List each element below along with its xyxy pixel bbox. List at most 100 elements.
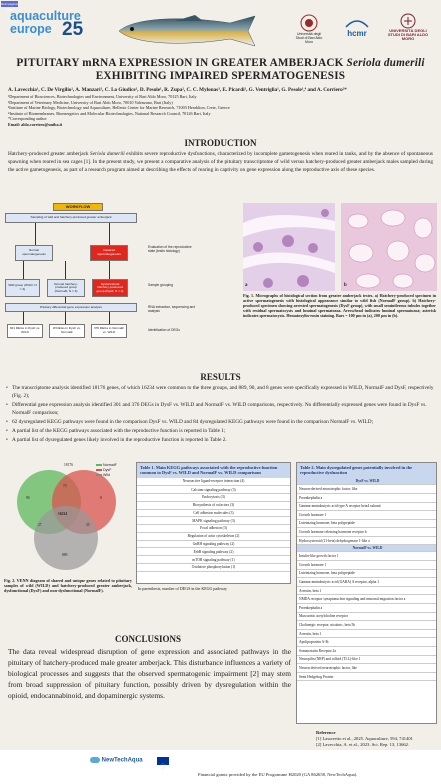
table2-row: Arrestin, beta 1 <box>297 586 436 596</box>
table2-title: Table 2. Main dysregulated genes potenti… <box>297 463 436 478</box>
intro-text-a: Hatchery-produced greater amberjack <box>8 151 91 157</box>
university-bari-logo: Università degli Studi di Bari Aldo Moro <box>294 14 324 46</box>
deg-box-2: Ø DEGs in DysF vs. NormalF <box>49 324 85 338</box>
venn-dysf-wild: 35 <box>86 523 90 527</box>
table1-cell: Endocytosis (3) <box>137 493 290 502</box>
table2-row: Muscarinic acetylcholine receptor <box>297 612 436 622</box>
aquaculture-europe-logo: aquaculture europe 25 <box>10 10 96 52</box>
impaired-spermatogenesis-box: Impaired spermatogenesis <box>90 245 128 261</box>
fig1-caption: Fig. 1. Micrographs of histological sect… <box>243 293 436 318</box>
normal-spermatogenesis-box: Normal spermatogenesis <box>15 245 53 261</box>
table2-row: Proenkephalin a <box>297 493 436 503</box>
reference-2: [2] Lavecchia, A. et al., 2023. Sci. Rep… <box>316 741 410 747</box>
table2-row: Proenkephalin a <box>297 603 436 613</box>
table2-row: Cholinergic receptor, nicotinic, beta 5b <box>297 620 436 630</box>
table2-row: Luteinizing hormone, beta polypeptide <box>297 519 436 529</box>
table2-cell: Semi Hedgehog Protein <box>297 672 436 682</box>
table1-row: Cell adhesion molecules (3) <box>137 509 290 518</box>
table1-row: GnRH signaling pathway (2) <box>137 540 290 549</box>
table2: Table 2. Main dysregulated genes potenti… <box>296 462 437 724</box>
table2-cell: Gamma-aminobutyric acid (GABA) A recepto… <box>297 577 436 587</box>
legend-wild-label: Wild <box>103 473 110 477</box>
intro-text-b: exhibits severe reproductive dysfunction… <box>8 151 433 173</box>
references: Reference [1] Lasorretto et al., 2025. A… <box>316 730 438 747</box>
venn-normalf-only: 90 <box>26 496 30 500</box>
table2-cell: Cholinergic receptor, nicotinic, beta 5b <box>297 620 436 630</box>
conclusions-text: The data reveal widespread disruption of… <box>8 647 291 700</box>
eu-flag-icon <box>157 757 169 769</box>
table1-row: Regulation of actin cytoskeleton (2) <box>137 532 290 541</box>
table2-cell: Arrestin, beta 1 <box>297 586 436 596</box>
micrograph-image <box>243 203 437 291</box>
table2-cell: Apolipoprotein A-Ib <box>297 637 436 647</box>
pdf-button[interactable]: Reimpaginare PDF <box>1 1 20 12</box>
table2-row: Arrestin, beta 1 <box>297 629 436 639</box>
results-heading: RESULTS <box>200 372 241 382</box>
normal-hatchery-box: Normal hatchery-produced group (NormalF,… <box>47 279 85 297</box>
result-item: Differential gene expression analysis id… <box>4 401 434 417</box>
table2-row: Growth hormone 1 <box>297 510 436 520</box>
univ2-label: UNIVERSITÀ DEGLI STUDI DI BARI ALDO MORO <box>387 28 429 41</box>
pipeline-box: Pituitary differential gene expression a… <box>5 303 137 312</box>
table1-cell: Oxidative phosphorylation (1) <box>137 563 290 572</box>
table1-cell: Focal adhesion (3) <box>137 524 290 533</box>
table2-row: Gamma-aminobutyric acid type A receptor … <box>297 502 436 512</box>
table1-row: Calcium signaling pathway (3) <box>137 485 290 494</box>
legend-normalf: NormalF <box>96 463 117 468</box>
logo-year: 25 <box>62 19 84 40</box>
dysfunctional-box: Dysfunctional hatchery-produced group (D… <box>92 279 128 297</box>
univ-label: Università degli Studi di Bari Aldo Moro <box>295 32 323 44</box>
table2-cell: Somatostatin Receptor 2a <box>297 646 436 656</box>
table2-cell: Gamma-aminobutyric acid type A receptor … <box>297 502 436 512</box>
title-species: Seriola dumerili <box>346 57 425 69</box>
table2-row: Growth hormone 1 <box>297 560 436 570</box>
table1-cell: ErbB signaling pathway (2) <box>137 547 290 557</box>
intro-heading: INTRODUCTION <box>184 138 257 148</box>
reference-1: [1] Lasorretto et al., 2025. Aquaculture… <box>316 735 413 741</box>
affiliation-2: ²Department of Veterinary Medicine, Univ… <box>8 99 173 105</box>
table1-cell: Cell adhesion molecules (3) <box>137 509 290 518</box>
table1-note: In parenthesis, number of DEGS in the KE… <box>138 586 227 591</box>
table1-row: Oxidative phosphorylation (1) <box>137 563 290 572</box>
table2-subheader: DysF vs. WILD <box>297 477 436 486</box>
poster-title: PITUITARY mRNA EXPRESSION IN GREATER AMB… <box>8 57 433 83</box>
newtechaqua-logo: NewTechAqua <box>90 757 143 764</box>
corresponding-author: *Corresponding author <box>8 116 47 121</box>
table1-row: Endocytosis (3) <box>137 493 290 502</box>
table2-subheader-cell: DysF vs. WILD <box>297 477 436 486</box>
table1-cell: Calcium signaling pathway (3) <box>137 485 290 494</box>
table2-subheader-cell: NormalF vs. WILD <box>297 544 436 553</box>
brand-label: NewTechAqua <box>101 757 143 764</box>
table2-row: NMDA receptor synaptonuclear signaling a… <box>297 594 436 605</box>
venn-all: 16234 <box>58 512 67 516</box>
table1-row: mTOR signaling pathway (1) <box>137 555 290 565</box>
table1-row: MAPK signaling pathway (3) <box>137 516 290 526</box>
table2-subheader: NormalF vs. WILD <box>297 544 436 553</box>
table2-cell: Growth hormone releasing hormone recepto… <box>297 527 436 537</box>
deg-box-1: 301 DEGs in DysF vs. WILD <box>7 324 43 338</box>
table2-row: Luteinizing hormone, beta polypeptide <box>297 569 436 579</box>
table1-cell: MAPK signaling pathway (3) <box>137 516 290 526</box>
table2-cell: Luteinizing hormone, beta polypeptide <box>297 519 436 529</box>
table1-cell: Regulation of actin cytoskeleton (2) <box>137 532 290 541</box>
workflow-title: WORKFLOW <box>53 203 103 211</box>
table2-cell: Growth hormone 1 <box>297 560 436 570</box>
intro-species: Seriola dumerili <box>90 151 125 157</box>
result-item: A partial list of the KEGG pathways asso… <box>4 427 434 435</box>
result-item: The transcriptome analysis identified 18… <box>4 384 434 400</box>
table1-body: Neuroactive ligand-receptor interaction … <box>137 477 290 572</box>
wild-group-box: Wild group (WILD, N = 4) <box>5 279 40 297</box>
affiliations: ¹Department of Biosciences, Biotechnolog… <box>8 94 433 127</box>
venn-normalf-dysf: 73 <box>63 484 67 488</box>
table2-row: Neuron-derived neurotrophic factor, like <box>297 484 436 494</box>
table1-row: Focal adhesion (3) <box>137 524 290 533</box>
hcmr-logo: hcmr <box>340 17 374 47</box>
table2-cell: Neuron-derived neurotrophic factor, like <box>297 484 436 494</box>
affiliation-4: ⁴Institute of Biomembranes, Bioenergetic… <box>8 110 211 116</box>
table2-cell: Muscarinic acetylcholine receptor <box>297 612 436 622</box>
legend-normalf-label: NormalF <box>103 463 117 467</box>
table2-cell: Arrestin, beta 1 <box>297 629 436 639</box>
table2-cell: Insulin-like growth factor 1 <box>297 551 436 562</box>
table2-row: Hydroxysteroid (11-beta) dehydrogenase 1… <box>297 536 436 546</box>
